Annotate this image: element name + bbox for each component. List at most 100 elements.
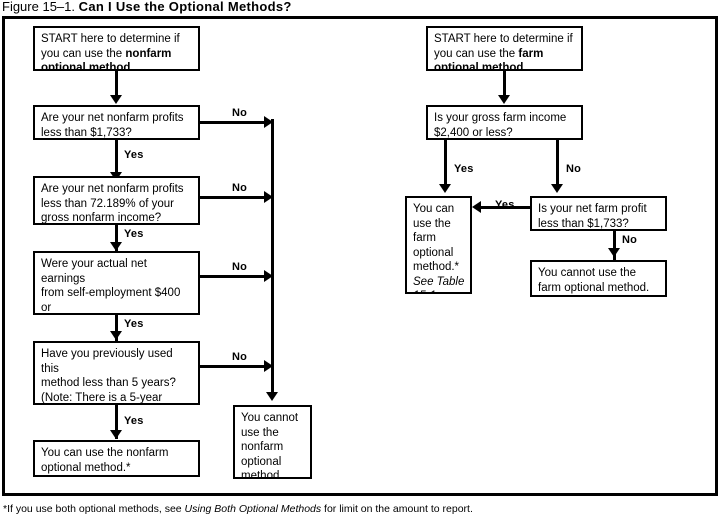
decision-box-nonfarm-profits-1733: Are your net nonfarm profits less than $… bbox=[33, 105, 200, 140]
figure-footnote: *If you use both optional methods, see U… bbox=[3, 503, 473, 516]
arrowhead-d1-no bbox=[264, 116, 273, 128]
nonfarm-start-line3-bold: optional method. bbox=[41, 62, 134, 71]
farm-start-box: START here to determine if you can use t… bbox=[426, 26, 583, 71]
label-d2-yes: Yes bbox=[124, 228, 144, 240]
farm-start-line3-bold: optional method. bbox=[434, 62, 527, 71]
farm-start-line2-bold: farm bbox=[518, 47, 544, 60]
label-f2-yes: Yes bbox=[495, 199, 515, 211]
nonfarm-start-line1: START here to determine if bbox=[41, 33, 180, 45]
arrowhead-f2-yes bbox=[472, 201, 481, 213]
arrowhead-d3-yes bbox=[110, 331, 122, 340]
arrowhead-f1-yes bbox=[439, 184, 451, 193]
f2-line2: less than $1,733? bbox=[538, 217, 629, 230]
connector-no-spine-nonfarm bbox=[271, 119, 274, 397]
connector-d4-no bbox=[200, 365, 266, 368]
connector-d3-yes bbox=[115, 315, 118, 345]
connector-nonfarm-start-to-d1 bbox=[115, 71, 118, 97]
result-nonfarm-no-line4: optional bbox=[241, 455, 282, 468]
decision-box-previously-used-5-years: Have you previously used this method les… bbox=[33, 341, 200, 405]
figure-title: Figure 15–1. Can I Use the Optional Meth… bbox=[2, 0, 292, 15]
arrowhead-nonfarm-start-to-d1 bbox=[110, 95, 122, 104]
arrowhead-d4-yes bbox=[110, 430, 122, 439]
footnote-prefix: If you use both optional methods, see bbox=[7, 503, 185, 515]
decision-box-nonfarm-profits-72189: Are your net nonfarm profits less than 7… bbox=[33, 176, 200, 225]
connector-d1-yes bbox=[115, 140, 118, 176]
result-nonfarm-no-line3: nonfarm bbox=[241, 441, 284, 453]
farm-start-line1: START here to determine if bbox=[434, 33, 573, 45]
result-nonfarm-yes-line2: optional method.* bbox=[41, 461, 131, 474]
decision-box-actual-net-earnings-400: Were your actual net earnings from self-… bbox=[33, 251, 200, 315]
d2-line1: Are your net nonfarm profits bbox=[41, 183, 184, 195]
d1-line2: less than $1,733? bbox=[41, 126, 132, 139]
result-farm-no-line2: farm optional method. bbox=[538, 281, 650, 294]
f1-line2: $2,400 or less? bbox=[434, 126, 513, 139]
result-nonfarm-no-line1: You cannot bbox=[241, 412, 299, 424]
connector-farm-start-to-f1 bbox=[503, 71, 506, 97]
nonfarm-start-line2-prefix: you can use the bbox=[41, 47, 126, 60]
arrowhead-d2-yes bbox=[110, 242, 122, 251]
connector-d3-no bbox=[200, 275, 266, 278]
result-box-cannot-use-nonfarm: You cannot use the nonfarm optional meth… bbox=[233, 405, 312, 479]
result-nonfarm-yes-line1: You can use the nonfarm bbox=[41, 447, 169, 459]
figure-number: Figure 15–1. bbox=[2, 0, 75, 14]
connector-f1-yes bbox=[444, 140, 447, 188]
result-nonfarm-no-line5: method. bbox=[241, 470, 283, 479]
result-farm-yes-line6: See Table bbox=[413, 275, 465, 288]
d3-line2: from self-employment $400 or bbox=[41, 287, 181, 314]
d4-line2: method less than 5 years? bbox=[41, 377, 176, 389]
label-f2-no: No bbox=[622, 234, 638, 246]
result-box-cannot-use-farm: You cannot use the farm optional method. bbox=[530, 260, 667, 297]
connector-d1-no bbox=[200, 121, 266, 124]
result-farm-yes-line3: farm bbox=[413, 232, 436, 244]
farm-start-line2-prefix: you can use the bbox=[434, 47, 519, 60]
result-farm-yes-line1: You can bbox=[413, 203, 455, 215]
d3-line1: Were your actual net earnings bbox=[41, 258, 147, 285]
label-f1-yes: Yes bbox=[454, 163, 474, 175]
connector-f1-no bbox=[556, 140, 559, 188]
d4-line1: Have you previously used this bbox=[41, 348, 173, 375]
result-farm-yes-line5: method.* bbox=[413, 261, 460, 273]
result-farm-yes-line2: use the bbox=[413, 217, 451, 230]
nonfarm-start-box: START here to determine if you can use t… bbox=[33, 26, 200, 71]
arrowhead-f2-no bbox=[608, 248, 620, 257]
result-nonfarm-no-line2: use the bbox=[241, 426, 279, 439]
arrowhead-farm-start-to-f1 bbox=[498, 95, 510, 104]
label-d3-no: No bbox=[232, 261, 248, 273]
d4-line3: (Note: There is a 5-year bbox=[41, 391, 163, 404]
decision-box-gross-farm-income-2400: Is your gross farm income $2,400 or less… bbox=[426, 105, 583, 140]
arrowhead-f1-no bbox=[551, 184, 563, 193]
result-farm-yes-line4: optional bbox=[413, 246, 454, 259]
d1-line1: Are your net nonfarm profits bbox=[41, 112, 184, 124]
arrowhead-d4-no bbox=[264, 360, 273, 372]
footnote-suffix: for limit on the amount to report. bbox=[321, 503, 473, 515]
d2-line2: less than 72.189% of your bbox=[41, 197, 174, 210]
result-farm-no-line1: You cannot use the bbox=[538, 267, 637, 279]
result-box-can-use-nonfarm: You can use the nonfarm optional method.… bbox=[33, 440, 200, 477]
f2-line1: Is your net farm profit bbox=[538, 203, 647, 215]
decision-box-net-farm-profit-1733: Is your net farm profit less than $1,733… bbox=[530, 196, 667, 231]
f1-line1: Is your gross farm income bbox=[434, 112, 567, 124]
arrowhead-no-spine-nonfarm bbox=[266, 392, 278, 401]
connector-d2-yes bbox=[115, 225, 118, 255]
arrowhead-d2-no bbox=[264, 191, 273, 203]
footnote-marker: * bbox=[3, 503, 8, 515]
label-d3-yes: Yes bbox=[124, 318, 144, 330]
label-d4-no: No bbox=[232, 351, 248, 363]
label-d1-no: No bbox=[232, 107, 248, 119]
result-farm-yes-line7: 15-1. bbox=[413, 290, 439, 292]
result-box-can-use-farm: You can use the farm optional method.* S… bbox=[405, 196, 472, 294]
label-d1-yes: Yes bbox=[124, 149, 144, 161]
label-d4-yes: Yes bbox=[124, 415, 144, 427]
nonfarm-start-line2-bold: nonfarm bbox=[125, 47, 172, 60]
arrowhead-d3-no bbox=[264, 270, 273, 282]
footnote-italic-reference: Using Both Optional Methods bbox=[184, 503, 322, 515]
label-f1-no: No bbox=[566, 163, 582, 175]
d2-line3: gross nonfarm income? bbox=[41, 212, 162, 224]
connector-f2-no bbox=[613, 231, 616, 261]
connector-d2-no bbox=[200, 196, 266, 199]
figure-frame bbox=[2, 16, 718, 496]
figure-title-text: Can I Use the Optional Methods? bbox=[78, 0, 292, 14]
label-d2-no: No bbox=[232, 182, 248, 194]
